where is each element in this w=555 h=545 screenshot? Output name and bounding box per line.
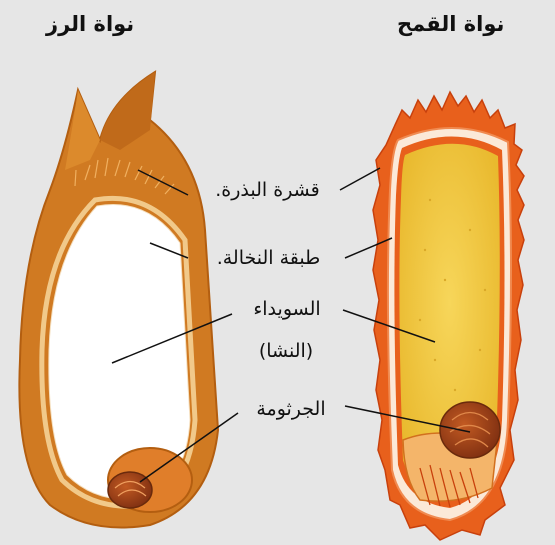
label-germ: الجرثومة: [236, 397, 346, 421]
label-bran-layer: طبقة النخالة.: [191, 246, 346, 270]
wheat-germ: [440, 402, 500, 458]
title-rice-kernel: نواة الرز: [46, 12, 134, 36]
label-seed-coat: قشرة البذرة.: [195, 178, 340, 202]
title-wheat-kernel: نواة القمح: [397, 12, 504, 36]
rice-kernel: [19, 72, 218, 528]
leader-seed-coat-wheat: [340, 168, 380, 190]
wheat-kernel: [373, 92, 524, 540]
label-starch: (النشا): [236, 339, 336, 363]
label-endosperm: السويداء: [232, 297, 342, 321]
